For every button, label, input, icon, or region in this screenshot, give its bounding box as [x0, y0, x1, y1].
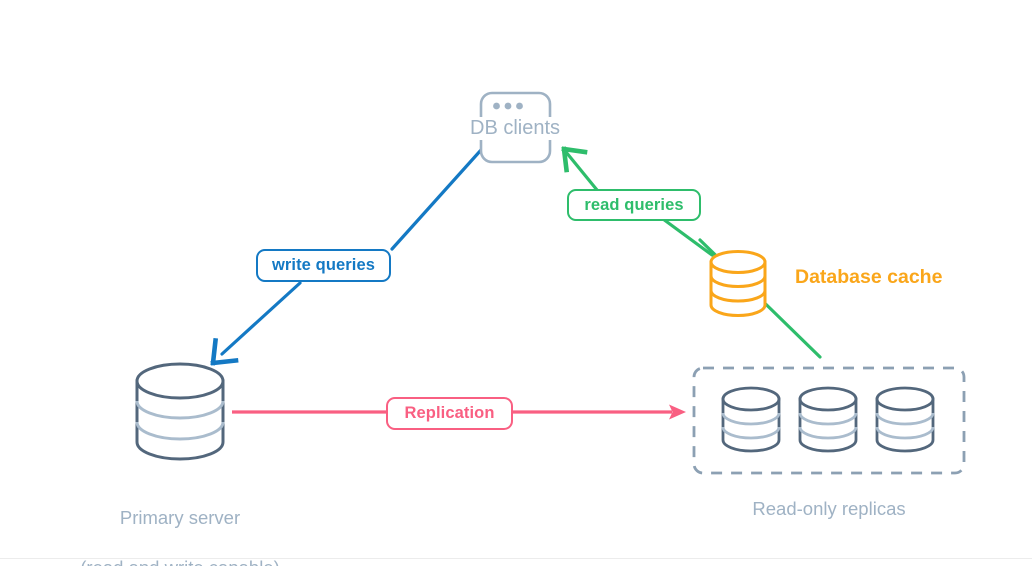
cylinder-body	[135, 379, 225, 461]
bottom-divider	[0, 558, 1032, 559]
replica-cylinder-2	[798, 386, 858, 453]
cache-cylinder-ridge-2	[709, 290, 767, 303]
db-clients-label: DB clients	[466, 117, 565, 140]
write-queries-arrowhead	[210, 337, 239, 366]
primary-server-node[interactable]	[135, 362, 225, 461]
cache-cylinder-top	[709, 250, 767, 274]
window-dot-3	[516, 102, 523, 110]
replica-cylinder-1	[721, 386, 781, 453]
read-queries-connector	[561, 146, 822, 359]
primary-server-caption: Primary server (read and write capable)	[30, 480, 330, 566]
replication-label[interactable]: Replication	[386, 397, 513, 430]
cylinder-top	[135, 362, 225, 400]
cache-cylinder-body	[709, 260, 767, 317]
read-only-replicas-caption: Read-only replicas	[752, 498, 906, 519]
cache-cylinder-ridge-1	[709, 275, 767, 288]
database-cache-node[interactable]	[709, 250, 767, 317]
read-queries-label[interactable]: read queries	[567, 189, 701, 221]
primary-server-caption-line-2: (read and write capable)	[30, 555, 330, 566]
database-cache-caption: Database cache	[795, 266, 943, 288]
replica-cylinder-3	[875, 386, 935, 453]
read-only-replicas-node[interactable]	[692, 366, 966, 475]
cylinder-ridge-2	[135, 421, 225, 441]
primary-server-caption-line-1: Primary server	[119, 507, 241, 528]
write-queries-label[interactable]: write queries	[256, 249, 391, 282]
read-queries-arrowhead	[561, 146, 588, 173]
cylinder-ridge-1	[135, 400, 225, 420]
window-dot-2	[504, 102, 512, 110]
replication-arrowhead	[669, 404, 686, 420]
replication-connector	[232, 404, 686, 420]
write-queries-connector	[210, 148, 483, 366]
window-dot-1	[493, 102, 500, 110]
